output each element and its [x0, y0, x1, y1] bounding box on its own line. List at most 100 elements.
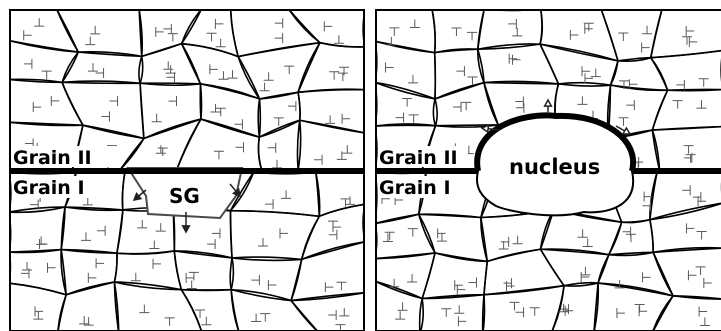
dislocation-icon [396, 113, 404, 123]
grain-i-label: Grain I [13, 177, 85, 199]
subgrain-cell [182, 44, 260, 99]
subgrain-cell [231, 290, 319, 331]
nucleus-label: nucleus [509, 155, 600, 179]
dislocation-icon [698, 196, 706, 206]
dislocation-icon [468, 277, 476, 287]
dislocation-icon [618, 33, 628, 41]
dislocation-icon [515, 96, 523, 106]
dislocation-icon [260, 83, 270, 91]
dislocation-icon [281, 190, 291, 198]
dislocation-icon [456, 66, 464, 76]
subgrain-cell [652, 127, 721, 170]
dislocation-icon [626, 100, 634, 110]
dislocation-icon [325, 115, 335, 123]
subgrain-cell [610, 58, 667, 91]
dislocation-icon [467, 32, 477, 40]
dislocation-icon [42, 71, 52, 79]
subgrain-cell [594, 283, 673, 331]
dislocation-icon [580, 267, 590, 275]
subgrain-cell [652, 89, 721, 130]
dislocation-icon [235, 142, 243, 152]
dislocation-icon [389, 28, 399, 36]
subgrain-cell [651, 50, 721, 90]
dislocation-icon [623, 227, 631, 237]
dislocation-icon [97, 226, 105, 236]
dislocation-icon [212, 228, 220, 238]
dislocation-icon [686, 26, 694, 36]
dislocation-icon [409, 115, 419, 123]
dislocation-icon [513, 55, 521, 65]
dislocation-icon [156, 145, 166, 153]
subgrain-cell [478, 44, 559, 84]
dislocation-icon [163, 24, 171, 34]
dislocation-icon [234, 119, 242, 129]
dislocation-icon [264, 72, 274, 80]
dislocation-icon [22, 262, 32, 270]
dislocation-icon [251, 275, 259, 285]
dislocation-icon [168, 34, 178, 42]
dislocation-icon [314, 155, 322, 165]
dislocation-icon [699, 307, 707, 317]
grain-ii-label: Grain II [13, 147, 92, 169]
dislocation-icon [210, 64, 218, 74]
subgrain-cell [601, 9, 662, 61]
dislocation-icon [410, 20, 420, 28]
dislocation-icon [453, 102, 461, 112]
dislocation-icon [48, 263, 56, 273]
dislocation-icon [186, 273, 194, 283]
dislocation-icon [165, 318, 175, 326]
dislocation-icon [218, 71, 228, 79]
subgrain-cell [298, 120, 366, 170]
subgrain-cell [289, 8, 365, 47]
dislocation-icon [565, 306, 573, 316]
dislocation-icon [583, 239, 593, 247]
dislocation-icon [81, 232, 91, 240]
dislocation-icon [96, 258, 104, 268]
dislocation-icon [383, 234, 393, 242]
dislocation-icon [139, 305, 149, 313]
subgrain-cell [373, 253, 435, 299]
dislocation-icon [163, 61, 173, 69]
dislocation-icon [325, 282, 333, 292]
dislocation-icon [284, 66, 294, 74]
dislocation-icon [578, 229, 588, 237]
subgrain-cell [9, 283, 66, 331]
subgrain-cell [62, 82, 144, 138]
dislocation-icon [704, 278, 712, 288]
dislocation-icon [33, 102, 41, 112]
dislocation-icon [158, 148, 168, 156]
dislocation-icon [512, 28, 522, 36]
dislocation-icon [280, 228, 288, 238]
dislocation-icon [152, 114, 162, 122]
dislocation-icon [686, 155, 696, 163]
dislocation-icon [342, 114, 350, 124]
dislocation-icon [591, 69, 601, 77]
dislocation-icon [334, 35, 344, 43]
dislocation-icon [156, 223, 166, 231]
dislocation-icon [395, 311, 405, 319]
dislocation-icon [697, 100, 707, 108]
dislocation-icon [408, 75, 418, 83]
dislocation-icon [458, 316, 466, 326]
dislocation-icon [684, 146, 694, 154]
dislocation-icon [258, 238, 268, 246]
dislocation-icon [673, 101, 683, 109]
dislocation-icon [530, 308, 540, 316]
dislocation-icon [275, 33, 283, 43]
dislocation-icon [336, 282, 346, 290]
dislocation-icon [345, 196, 355, 204]
dislocation-icon [509, 54, 517, 64]
subgrain-cell [291, 242, 365, 301]
subgrain-cell [139, 44, 201, 86]
grain-i-label: Grain I [379, 177, 451, 199]
dislocation-icon [451, 28, 461, 36]
dislocation-icon [268, 143, 276, 153]
dislocation-icon [189, 272, 199, 280]
subgrain-cell [432, 8, 484, 52]
dislocation-icon [454, 305, 464, 313]
subgrain-cell [420, 295, 484, 331]
subgrain-cell [230, 211, 319, 260]
dislocation-icon [582, 66, 590, 76]
dislocation-icon [51, 96, 59, 106]
dislocation-icon [153, 259, 161, 269]
